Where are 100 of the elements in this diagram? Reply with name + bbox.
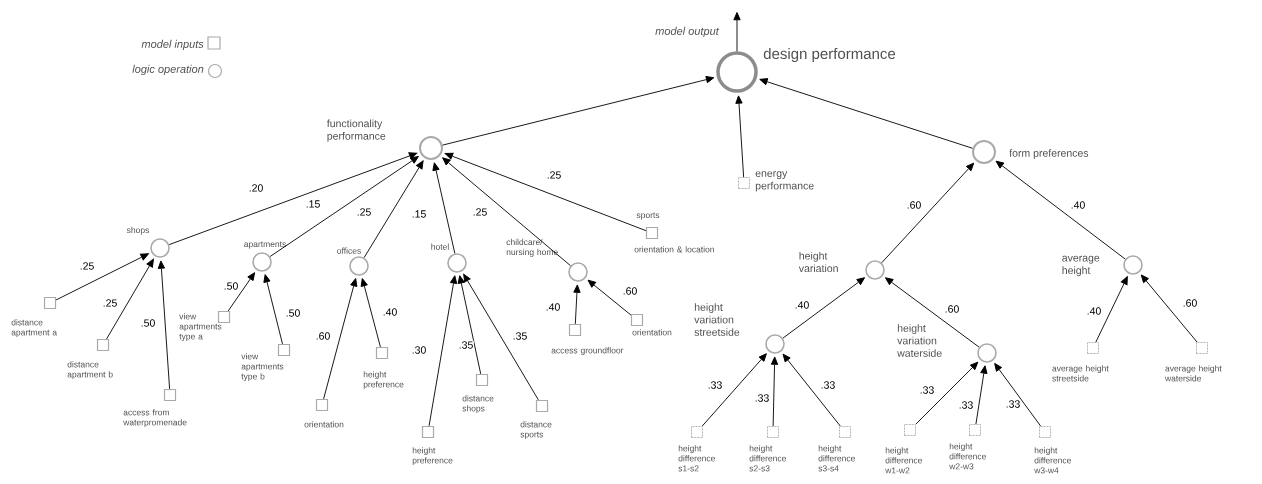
node-label: sports bbox=[636, 212, 660, 220]
edge-label: .40 bbox=[794, 300, 810, 310]
node-label: apartments bbox=[244, 241, 286, 249]
arrow bbox=[463, 273, 539, 401]
edge-label: .33 bbox=[707, 380, 723, 390]
arrow bbox=[363, 160, 424, 259]
edge-label: .25 bbox=[79, 261, 95, 271]
node-label: height variation streetside bbox=[694, 303, 740, 336]
arrow bbox=[1095, 276, 1128, 343]
node-label: orientation bbox=[304, 421, 344, 428]
arrow bbox=[444, 152, 647, 232]
edge-label: .60 bbox=[1182, 298, 1198, 308]
edge-label: .33 bbox=[1005, 399, 1021, 409]
edge-label: .15 bbox=[411, 209, 427, 219]
arrow bbox=[227, 272, 256, 312]
arrow bbox=[975, 365, 988, 425]
arrow bbox=[915, 361, 979, 425]
arrow bbox=[323, 278, 358, 400]
node-label: orientation bbox=[632, 329, 672, 336]
node-label: height variation bbox=[798, 251, 838, 273]
edge-label: .60 bbox=[944, 304, 960, 314]
arrow bbox=[442, 157, 571, 267]
arrow bbox=[573, 284, 581, 325]
node-label: average height bbox=[1062, 255, 1100, 277]
edge-label: .35 bbox=[458, 340, 474, 350]
node-label: energy performance bbox=[755, 171, 814, 192]
edge-label: .33 bbox=[754, 393, 770, 403]
arrow bbox=[428, 275, 458, 427]
arrow bbox=[995, 160, 1126, 260]
edge-label: .30 bbox=[411, 345, 427, 355]
edge-label: .40 bbox=[1070, 200, 1086, 210]
edge-label: .25 bbox=[546, 170, 562, 180]
edge-label: .25 bbox=[472, 207, 488, 217]
edge-label: .40 bbox=[545, 302, 561, 312]
node-label: height difference w2-w3 bbox=[949, 443, 986, 470]
node-label: height difference s2-s3 bbox=[749, 445, 786, 472]
node-label: access groundfloor bbox=[551, 347, 624, 356]
arrow bbox=[263, 274, 283, 345]
edge-label: .25 bbox=[102, 298, 118, 308]
edge-label: .50 bbox=[140, 318, 156, 328]
node-label: orientation & location bbox=[634, 246, 714, 253]
edge-label: .33 bbox=[919, 385, 935, 395]
arrow bbox=[782, 277, 866, 339]
edge-label: model output bbox=[655, 26, 720, 38]
node-label: average height waterside bbox=[1165, 365, 1222, 382]
arrow bbox=[735, 95, 745, 178]
node-label: height difference s1-s2 bbox=[678, 445, 715, 472]
arrow bbox=[360, 278, 381, 348]
node-label: height difference w1-w2 bbox=[885, 447, 922, 474]
node-label: distance shops bbox=[462, 395, 494, 414]
edge-label: .33 bbox=[820, 380, 836, 390]
node-label: form preferences bbox=[1009, 149, 1089, 159]
node-label: functionality performance bbox=[326, 119, 386, 142]
node-label: height difference w3-w4 bbox=[1034, 447, 1071, 474]
arrow bbox=[701, 353, 767, 427]
arrow bbox=[770, 356, 779, 427]
arrow bbox=[759, 78, 974, 149]
edge-label: .35 bbox=[512, 331, 528, 341]
edge-label: .60 bbox=[315, 331, 331, 341]
node-label: view apartments type a bbox=[179, 313, 222, 342]
edge-label: .50 bbox=[223, 281, 239, 291]
arrow bbox=[55, 253, 149, 301]
arrow bbox=[1140, 274, 1198, 343]
edge-label: .15 bbox=[305, 199, 321, 209]
node-label: average height streetside bbox=[1052, 365, 1109, 382]
node-label: height variation waterside bbox=[897, 324, 942, 357]
node-label: distance apartment b bbox=[67, 361, 113, 380]
node-label: offices bbox=[337, 247, 361, 254]
arrow bbox=[884, 277, 980, 348]
arrow bbox=[733, 11, 741, 52]
node-label: view apartments type b bbox=[241, 353, 284, 382]
node-label: shops bbox=[126, 226, 150, 235]
node-label: access from waterpromenade bbox=[123, 409, 187, 428]
edge-label: .20 bbox=[248, 183, 264, 193]
edge-label: .60 bbox=[906, 200, 922, 210]
edge-label: .40 bbox=[1086, 306, 1102, 316]
arrow bbox=[269, 156, 419, 257]
node-label: height preference bbox=[363, 371, 404, 390]
arrow bbox=[168, 152, 418, 246]
node-label: distance sports bbox=[520, 421, 552, 440]
legend-label: logic operation bbox=[132, 64, 204, 76]
node-label: height difference s3-s4 bbox=[818, 445, 855, 472]
arrow bbox=[106, 258, 154, 340]
arrow bbox=[442, 76, 715, 146]
node-label: design performance bbox=[763, 48, 896, 62]
arrow bbox=[881, 162, 975, 264]
arrow bbox=[994, 363, 1042, 427]
node-label: height preference bbox=[412, 447, 453, 466]
edge-label: .40 bbox=[382, 307, 398, 317]
arrow bbox=[157, 260, 171, 390]
edge-label: .50 bbox=[285, 308, 301, 318]
arrow bbox=[457, 275, 482, 375]
node-label: hotel bbox=[431, 243, 449, 250]
legend-label: model inputs bbox=[141, 39, 204, 51]
arrow bbox=[432, 162, 456, 254]
arrow bbox=[587, 279, 632, 316]
arrow bbox=[782, 353, 841, 427]
edge-label: .60 bbox=[622, 286, 638, 296]
edge-label: .33 bbox=[958, 400, 974, 410]
node-label: distance apartment a bbox=[11, 319, 58, 338]
